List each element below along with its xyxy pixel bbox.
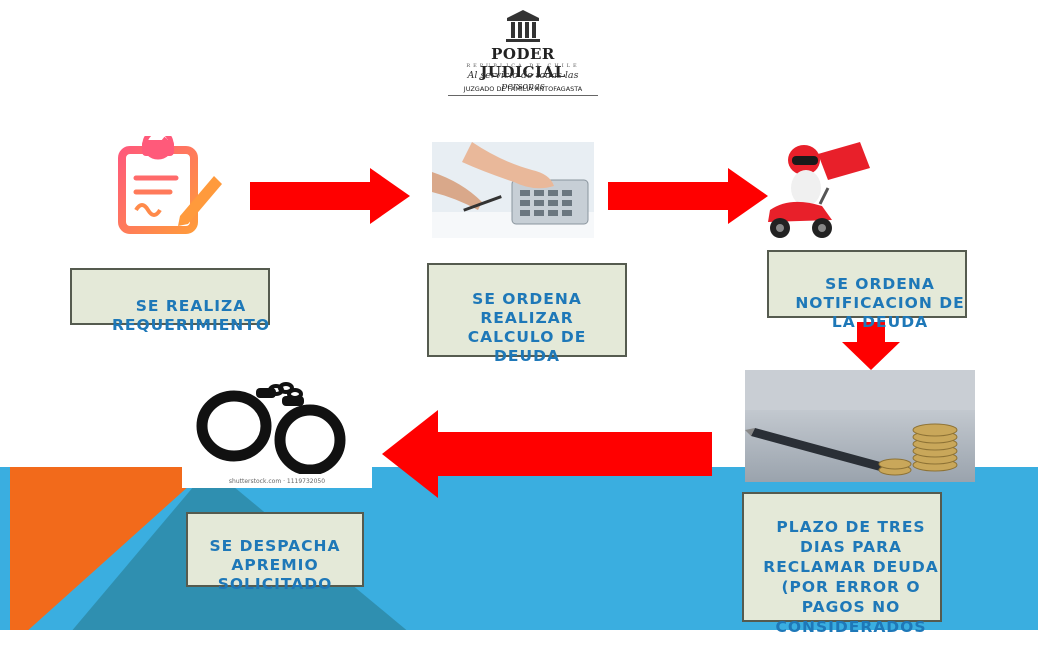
handcuffs-icon: [196, 382, 346, 474]
flow-arrow-down: [842, 322, 900, 370]
step-label-plazo-text: PLAZO DE TRES DIAS PARA RECLAMAR DEUDA (…: [763, 518, 939, 636]
step-label-requerimiento-text: SE REALIZA REQUERIMIENTO: [111, 297, 271, 334]
flow-arrow-3: [382, 410, 712, 498]
logo-title: PODER JUDICIAL: [480, 45, 566, 81]
flow-arrow-1: [250, 168, 410, 224]
footer-orange-shape: [10, 467, 210, 633]
logo-motto: Al servicio de todas las personas: [467, 70, 579, 92]
courier-scooter-icon: [768, 142, 870, 238]
handcuffs-image: shutterstock.com · 1119732050: [182, 364, 372, 488]
calculator-hands-photo: [432, 142, 594, 238]
court-logo: PODER JUDICIAL REPUBLICA DE CHILE Al ser…: [448, 8, 598, 98]
step-label-notificacion: SE ORDENA NOTIFICACION DE LA DEUDA: [767, 250, 967, 331]
step-label-calculo-text: SE ORDENA REALIZAR CALCULO DE DEUDA: [467, 290, 587, 365]
flow-arrow-2: [608, 168, 768, 224]
image-watermark: shutterstock.com · 1119732050: [228, 478, 326, 485]
clipboard-checklist-icon: [118, 136, 222, 234]
step-label-requerimiento: SE REALIZA REQUERIMIENTO: [70, 268, 270, 334]
footer-light-strip: [0, 630, 1038, 633]
logo-court: JUZGADO DE FAMILIA ANTOFAGASTA: [448, 85, 598, 96]
logo-country: REPUBLICA DE CHILE: [466, 63, 580, 69]
step-label-plazo: PLAZO DE TRES DIAS PARA RECLAMAR DEUDA (…: [742, 492, 942, 636]
step-label-calculo: SE ORDENA REALIZAR CALCULO DE DEUDA: [427, 263, 627, 365]
step-label-apremio-text: SE DESPACHA APREMIO SOLICITADO: [209, 537, 341, 593]
courthouse-icon: [506, 10, 540, 42]
coins-pen-photo: [745, 370, 975, 482]
step-label-notificacion-text: SE ORDENA NOTIFICACION DE LA DEUDA: [795, 275, 965, 331]
step-label-apremio: SE DESPACHA APREMIO SOLICITADO: [186, 512, 364, 593]
